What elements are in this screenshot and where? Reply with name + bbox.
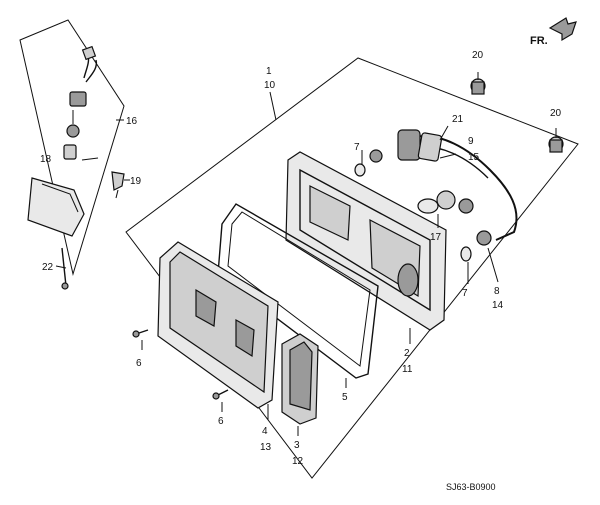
callout-7-top: 7 [354,142,360,153]
lens-screws [132,329,229,400]
callout-7-bottom: 7 [462,288,468,299]
callout-5: 5 [342,392,348,403]
side-marker-screws [61,171,125,290]
callout-21: 21 [452,114,464,125]
main-lens [157,241,279,409]
callout-10: 10 [264,80,276,91]
callout-19: 19 [130,176,142,187]
reverse-lens [281,333,319,425]
callout-3: 3 [294,440,300,451]
front-direction-label: FR. [530,35,548,47]
callout-6-mid: 6 [218,416,224,427]
leader-lines [55,72,557,436]
side-marker-wiring [63,45,98,160]
callout-20-right: 20 [550,108,562,119]
side-marker-lens [27,177,85,237]
callout-15: 15 [468,152,480,163]
callout-18: 18 [40,154,52,165]
lamp-housing [285,151,447,331]
callout-8: 8 [494,286,500,297]
callout-14: 14 [492,300,504,311]
front-arrow-icon [548,17,577,42]
callout-22: 22 [42,262,54,273]
callout-6-left: 6 [136,358,142,369]
callout-2: 2 [404,348,410,359]
callout-12: 12 [292,456,304,467]
callout-16: 16 [126,116,138,127]
callout-9: 9 [468,136,474,147]
callout-13: 13 [260,442,272,453]
callout-labels: 1 10 16 18 19 22 20 20 21 9 15 7 17 7 8 … [40,50,562,467]
bulb-harness [354,78,564,262]
callout-4: 4 [262,426,268,437]
callout-17: 17 [430,232,442,243]
callout-1: 1 [266,66,272,77]
callout-11: 11 [402,364,413,375]
diagram-code: SJ63-B0900 [446,482,496,492]
callout-20-top: 20 [472,50,484,61]
